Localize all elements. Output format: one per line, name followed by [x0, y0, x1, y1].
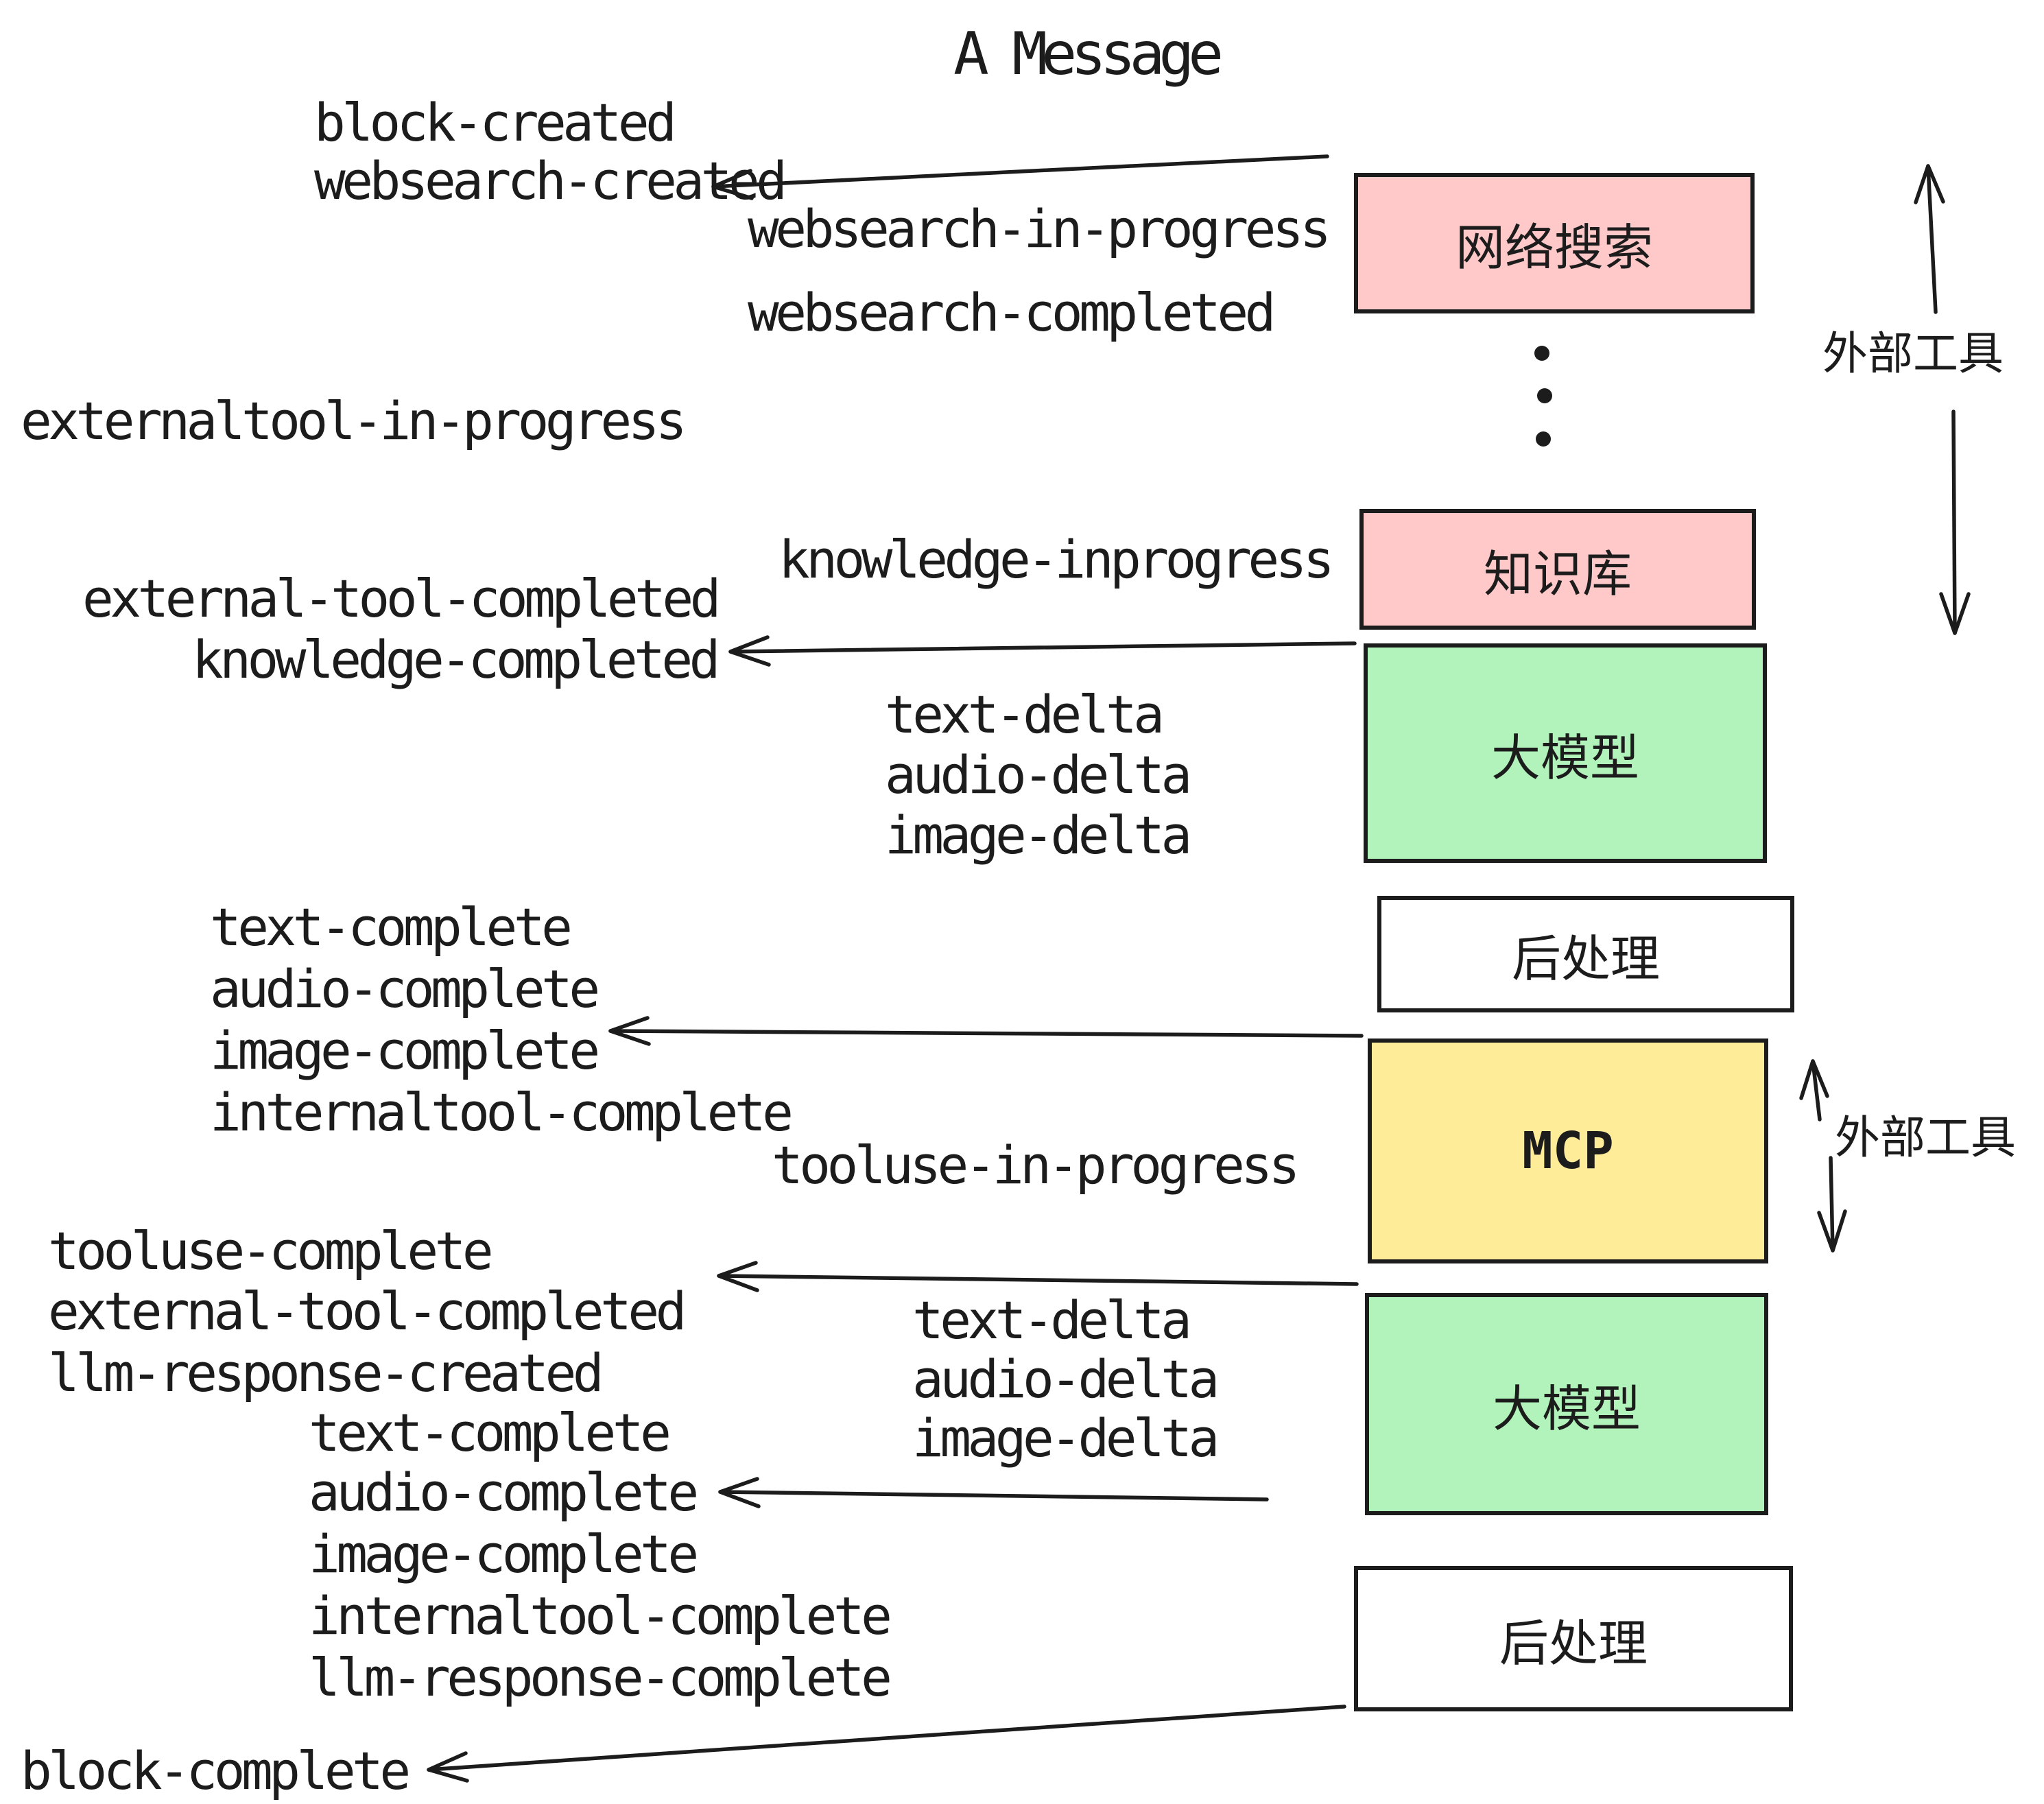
- event-label-websearch-completed: websearch-completed: [748, 282, 1276, 343]
- postprocess-box-2: 后处理: [1354, 1566, 1793, 1711]
- event-label-tooluse-in-progress: tooluse-in-progress: [772, 1135, 1300, 1196]
- external-tools-label-1: 外部工具: [1822, 327, 2004, 380]
- event-label-text-complete-2: text-complete: [309, 1402, 672, 1463]
- llm-box-1: 大模型: [1364, 643, 1767, 863]
- websearch-box-label: 网络搜索: [1455, 219, 1653, 276]
- event-label-external-tool-completed-2: external-tool-completed: [48, 1281, 687, 1342]
- event-label-external-tool-completed: external-tool-completed: [82, 568, 721, 629]
- event-label-image-complete-2: image-complete: [309, 1523, 699, 1585]
- external-tools-arrow-1-down-head: [1939, 592, 1971, 635]
- external-tools-arrow-2-down-head: [1817, 1209, 1847, 1253]
- external-tools-arrow-1-down: [1951, 410, 1957, 635]
- diagram-title: A Message: [953, 20, 1224, 88]
- arrow-knowledge-completed-head: [728, 635, 771, 667]
- event-label-audio-delta-2: audio-delta: [912, 1349, 1220, 1410]
- event-label-image-delta-1: image-delta: [885, 805, 1192, 866]
- event-label-internaltool-complete-1: internaltool-complete: [210, 1082, 794, 1143]
- arrow-internal-complete-2: [718, 1490, 1269, 1502]
- event-label-audio-complete-2: audio-complete: [309, 1462, 699, 1523]
- event-label-knowledge-inprogress: knowledge-inprogress: [779, 529, 1335, 590]
- llm-box-2: 大模型: [1365, 1293, 1768, 1515]
- postprocess-box-1-label: 后处理: [1511, 929, 1660, 988]
- arrow-tooluse-complete-head: [717, 1261, 759, 1292]
- event-label-internaltool-complete-2: internaltool-complete: [309, 1585, 892, 1646]
- event-label-audio-complete-1: audio-complete: [210, 958, 600, 1019]
- event-label-websearch-in-progress: websearch-in-progress: [748, 198, 1331, 259]
- arrow-internal-complete-1-head: [608, 1016, 651, 1046]
- arrow-knowledge-completed: [728, 641, 1357, 654]
- websearch-box: 网络搜索: [1354, 173, 1755, 313]
- postprocess-box-1: 后处理: [1377, 896, 1794, 1012]
- postprocess-box-2-label: 后处理: [1499, 1614, 1648, 1672]
- arrow-websearch-created: [711, 154, 1329, 189]
- event-label-block-created: block-created: [314, 92, 677, 153]
- knowledge-box: 知识库: [1359, 509, 1756, 630]
- event-label-text-delta-2: text-delta: [912, 1290, 1192, 1351]
- event-label-tooluse-complete: tooluse-complete: [48, 1220, 494, 1281]
- arrow-tooluse-complete: [717, 1274, 1359, 1286]
- llm-box-1-label: 大模型: [1490, 728, 1639, 787]
- event-label-text-delta-1: text-delta: [885, 684, 1165, 745]
- mcp-box-label: MCP: [1522, 1121, 1614, 1180]
- arrow-block-complete-head: [427, 1751, 469, 1783]
- event-label-knowledge-completed: knowledge-completed: [192, 629, 720, 690]
- arrow-internal-complete-1: [608, 1029, 1364, 1038]
- external-tools-arrow-2-up-head: [1799, 1059, 1829, 1100]
- event-label-image-delta-2: image-delta: [912, 1408, 1220, 1469]
- external-tools-arrow-2-down: [1829, 1156, 1835, 1253]
- event-label-block-complete: block-complete: [21, 1740, 411, 1801]
- knowledge-box-label: 知识库: [1483, 545, 1632, 603]
- mcp-box: MCP: [1368, 1039, 1768, 1263]
- arrow-block-complete: [427, 1705, 1346, 1772]
- event-label-audio-delta-1: audio-delta: [885, 744, 1192, 805]
- external-tools-arrow-2-up: [1811, 1059, 1822, 1121]
- arrow-internal-complete-2-head: [718, 1477, 761, 1508]
- ellipsis-dots-icon: [1534, 346, 1552, 447]
- event-label-llm-response-complete: llm-response-complete: [309, 1647, 892, 1708]
- llm-box-2-label: 大模型: [1492, 1379, 1641, 1438]
- event-label-image-complete-1: image-complete: [210, 1020, 600, 1081]
- event-label-llm-response-created: llm-response-created: [48, 1342, 604, 1403]
- external-tools-arrow-1-up-head: [1914, 164, 1945, 204]
- event-label-externaltool-in-progress: externaltool-in-progress: [21, 390, 687, 451]
- event-label-text-complete-1: text-complete: [210, 897, 573, 958]
- external-tools-arrow-1-up: [1926, 164, 1938, 314]
- event-label-websearch-created: websearch-created: [314, 150, 787, 211]
- external-tools-label-2: 外部工具: [1835, 1111, 2016, 1164]
